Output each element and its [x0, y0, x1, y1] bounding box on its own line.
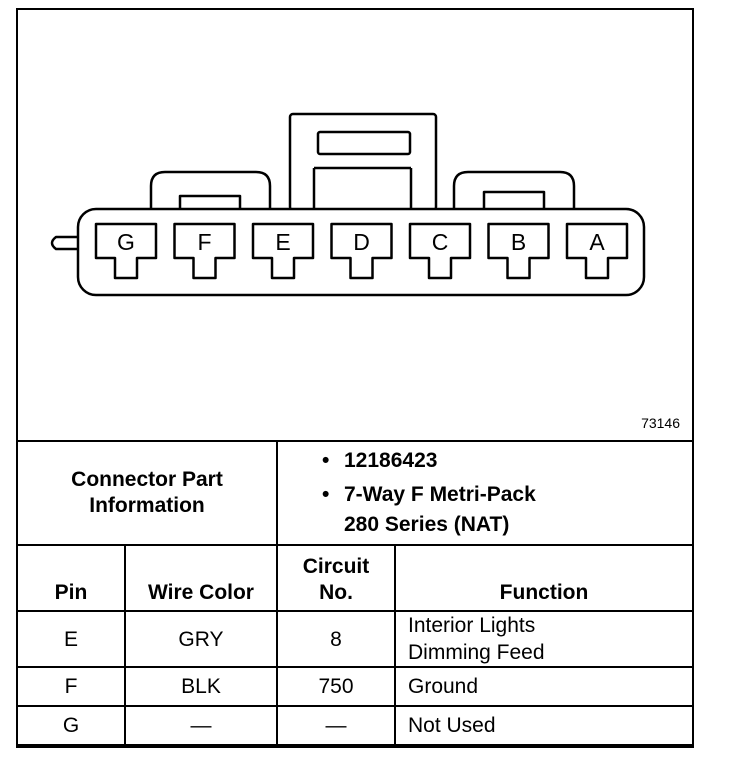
- header-wire-color: Wire Color: [124, 544, 278, 612]
- terminal-cavity-g: [94, 222, 158, 280]
- connector-part-label: Connector Part Information: [18, 440, 278, 546]
- connector-frame: G F E D C B A 73146 Connector Part Information…: [16, 8, 694, 748]
- right-lock-tab: [452, 170, 576, 210]
- polarization-nub: [50, 235, 78, 251]
- part-number: 12186423: [322, 446, 692, 476]
- terminal-cavity-c: [408, 222, 472, 280]
- pin-label-b: B: [511, 229, 526, 255]
- table-row: E GRY 8 Interior Lights Dimming Feed: [18, 610, 692, 668]
- terminal-cavity-a: [565, 222, 629, 280]
- figure-number: 73146: [641, 415, 680, 431]
- pin-label-g: G: [117, 229, 135, 255]
- table-row: F BLK 750 Ground: [18, 666, 692, 707]
- terminal-cavity-e: [251, 222, 315, 280]
- header-circuit: Circuit No.: [276, 544, 396, 612]
- connector-part-info-table: Connector Part Information 12186423 7-Wa…: [18, 440, 692, 546]
- pin-label-a: A: [589, 229, 605, 255]
- latch-housing: [288, 112, 438, 212]
- connector-part-values: 12186423 7-Way F Metri-Pack 280 Series (…: [276, 440, 692, 546]
- pin-label-f: F: [197, 229, 211, 255]
- pin-label-c: C: [432, 229, 449, 255]
- header-function: Function: [394, 544, 692, 612]
- terminal-cavity-b: [487, 222, 550, 280]
- pin-label-d: D: [353, 229, 370, 255]
- latch-slot: [316, 130, 412, 156]
- pin-table: Pin Wire Color Circuit No. Function E GR…: [18, 544, 692, 746]
- pin-label-e: E: [275, 229, 290, 255]
- terminal-cavity-d: [330, 222, 393, 280]
- terminal-cavity-f: [173, 222, 236, 280]
- header-pin: Pin: [18, 544, 126, 612]
- left-lock-tab: [149, 170, 272, 210]
- part-description: 7-Way F Metri-Pack 280 Series (NAT): [322, 480, 692, 540]
- table-row: G — — Not Used: [18, 705, 692, 746]
